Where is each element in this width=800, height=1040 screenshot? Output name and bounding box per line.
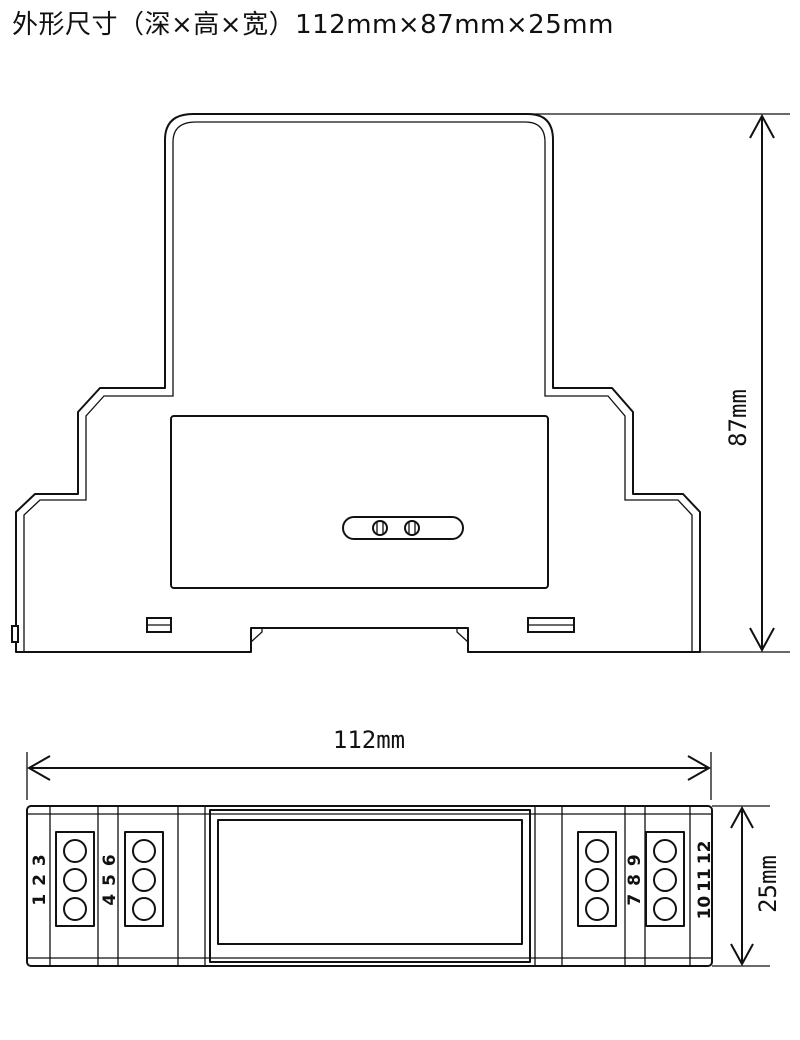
- top-view: 112mm: [26, 726, 715, 967]
- width-label: 112mm: [333, 726, 405, 754]
- terminal-numbers-10-12: 10 11 12: [695, 841, 715, 920]
- terminal-block-2: [124, 831, 164, 927]
- front-panel: [170, 415, 549, 589]
- label-window-inner: [217, 819, 523, 945]
- section-lines: [49, 806, 691, 966]
- rail-notch-right: [456, 628, 469, 643]
- terminal-block-1: [55, 831, 95, 927]
- label-window-outer: [209, 809, 531, 963]
- terminal-numbers-7-9: 7 8 9: [625, 854, 645, 905]
- terminal-block-4: [645, 831, 685, 927]
- depth-dimension: 25mm: [712, 805, 782, 967]
- adjust-screw-2: [404, 520, 420, 536]
- adjust-slot: [342, 516, 464, 540]
- body-outline: [26, 805, 713, 967]
- side-tab: [11, 625, 19, 643]
- side-view: [11, 113, 701, 653]
- height-dimension: 87mm: [528, 113, 790, 653]
- width-dimension: 112mm: [26, 726, 712, 800]
- terminal-numbers-1-3: 1 2 3: [30, 854, 50, 905]
- terminal-numbers-4-6: 4 5 6: [100, 854, 120, 905]
- rail-notch-left: [250, 628, 263, 643]
- housing-inner-contour: [23, 121, 693, 652]
- terminal-block-3: [577, 831, 617, 927]
- spec-title: 外形尺寸（深×高×宽）112mm×87mm×25mm: [12, 10, 614, 40]
- height-label: 87mm: [724, 389, 752, 447]
- adjust-screw-1: [372, 520, 388, 536]
- depth-label: 25mm: [754, 855, 782, 913]
